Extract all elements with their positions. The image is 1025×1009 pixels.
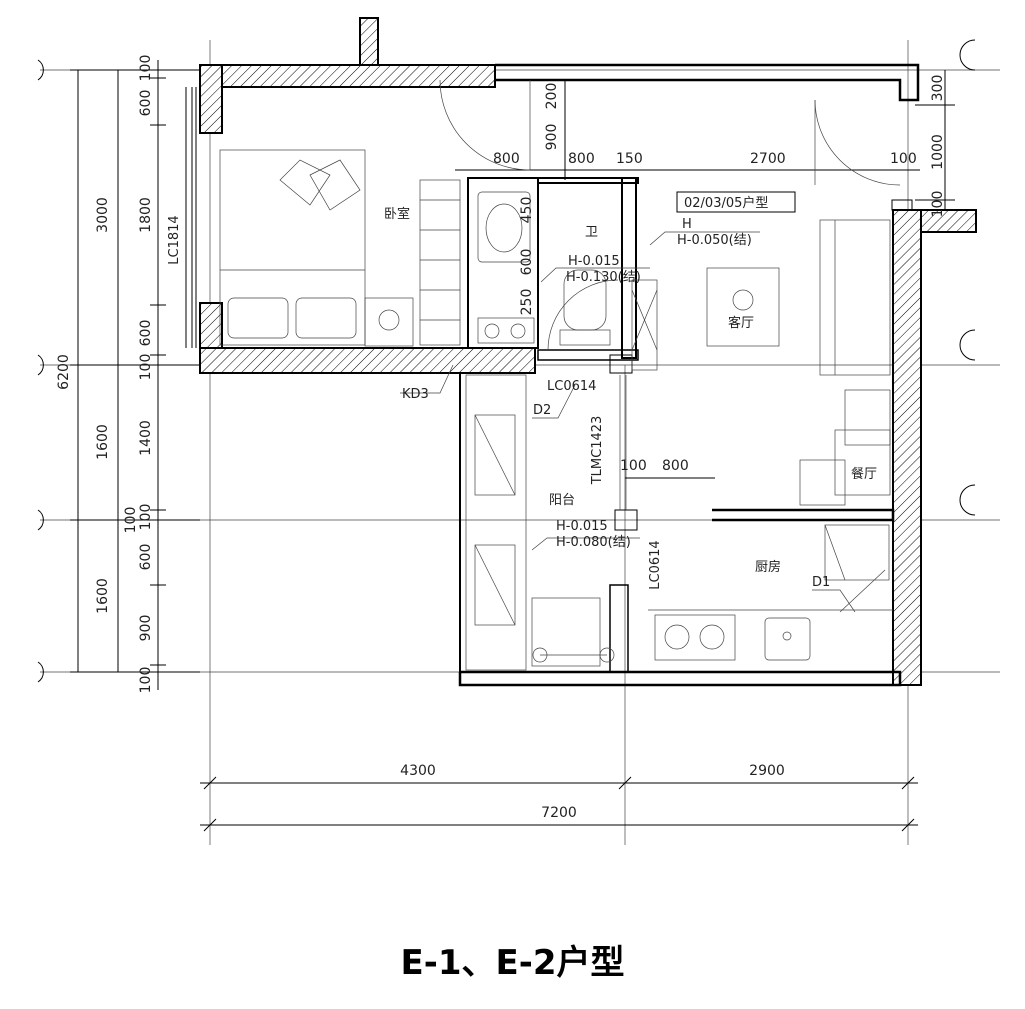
balcony-dimension-text: 100 800 (620, 458, 715, 479)
dim-inner-600c: 600 (138, 544, 154, 571)
elevation-living-h2: H-0.050(结) (677, 233, 752, 248)
dim-inner-600b: 600 (138, 320, 154, 347)
dim-bath-250: 250 (519, 289, 535, 316)
elevation-living-h: H (682, 217, 692, 232)
bathroom-fixtures (477, 191, 611, 346)
dim-inner-1800: 1800 (138, 197, 154, 233)
elevation-bath-h2: H-0.130(结) (566, 270, 641, 285)
bath-dimension-text: 450 600 250 (519, 197, 535, 316)
leader-lines (400, 231, 856, 613)
dim-right-1000: 1000 (930, 134, 946, 170)
dim-right-100: 100 (930, 191, 946, 218)
bottom-dimension-lines (200, 776, 918, 832)
right-dimension-text: 300 1000 100 (930, 75, 946, 218)
partitions (185, 63, 920, 687)
room-label-bedroom: 卧室 (384, 206, 410, 222)
dim-top-900: 900 (544, 124, 560, 151)
dim-top-2700: 2700 (750, 151, 786, 167)
dim-inner-100c: 100 (123, 507, 139, 534)
left-dimension-lines (70, 60, 200, 690)
dim-inner-900: 900 (138, 615, 154, 642)
dim-inner-100a: 100 (138, 55, 154, 82)
dim-bath-600: 600 (519, 249, 535, 276)
dim-left-6200: 6200 (56, 354, 72, 390)
elevation-balcony-h1: H-0.015 (556, 519, 608, 534)
room-label-bath: 卫 (585, 225, 598, 240)
kitchen-fixtures (648, 524, 893, 661)
opening-d1: D1 (812, 575, 830, 590)
dim-inner-100d: 100 (138, 504, 154, 531)
door-swings (439, 79, 901, 613)
dim-top-150: 150 (616, 151, 643, 167)
bedroom-furniture (219, 149, 461, 347)
bottom-dimension-text: 4300 2900 7200 (400, 763, 785, 821)
room-label-living: 客厅 (728, 315, 754, 331)
dim-inner-1400: 1400 (138, 420, 154, 456)
dim-inner-600a: 600 (138, 90, 154, 117)
opening-d2: D2 (533, 403, 551, 418)
walls (199, 17, 977, 686)
axis-bubbles (37, 39, 976, 683)
dim-top-100: 100 (890, 151, 917, 167)
elevation-balcony-h2: H-0.080(结) (556, 535, 631, 550)
plan-labels: 卧室 卫 客厅 阳台 餐厅 厨房 02/03/05户型 H H-0.050(结)… (167, 191, 877, 590)
dim-bath-450: 450 (519, 197, 535, 224)
unit-type-tag: 02/03/05户型 (684, 195, 768, 211)
dim-top-800b: 800 (568, 151, 595, 167)
dim-bottom-7200: 7200 (541, 805, 577, 821)
opening-lc1814: LC1814 (167, 215, 182, 264)
top-dimension-text: 800 900 800 150 2700 100 200 (493, 83, 917, 167)
opening-kd3: KD3 (402, 387, 429, 402)
dim-left-3000: 3000 (95, 197, 111, 233)
dim-bottom-2900: 2900 (749, 763, 785, 779)
dim-balcony-100: 100 (620, 458, 647, 474)
dim-left-1600b: 1600 (95, 578, 111, 614)
top-dimension-lines (455, 70, 955, 210)
plan-caption: E-1、E-2户型 (400, 943, 625, 983)
left-dimension-text: 3000 6200 1600 1600 100 600 1800 600 100… (56, 55, 154, 694)
room-label-dining: 餐厅 (851, 466, 877, 482)
balcony-fixtures (465, 374, 627, 671)
dim-top-800a: 800 (493, 151, 520, 167)
elevation-bath-h1: H-0.015 (568, 254, 620, 269)
dim-left-1600a: 1600 (95, 424, 111, 460)
dim-right-300: 300 (930, 75, 946, 102)
room-label-balcony: 阳台 (549, 493, 575, 508)
dim-top-200: 200 (544, 83, 560, 110)
opening-tlmc1423: TLMC1423 (590, 416, 605, 486)
room-label-kitchen: 厨房 (755, 559, 781, 575)
dim-bottom-4300: 4300 (400, 763, 436, 779)
grid-lines (40, 40, 1000, 845)
opening-lc0614-side: LC0614 (648, 540, 663, 589)
opening-lc0614-top: LC0614 (547, 379, 596, 394)
dim-balcony-800: 800 (662, 458, 689, 474)
living-furniture (631, 219, 891, 506)
dim-inner-100e: 100 (138, 667, 154, 694)
dim-inner-100b: 100 (138, 354, 154, 381)
